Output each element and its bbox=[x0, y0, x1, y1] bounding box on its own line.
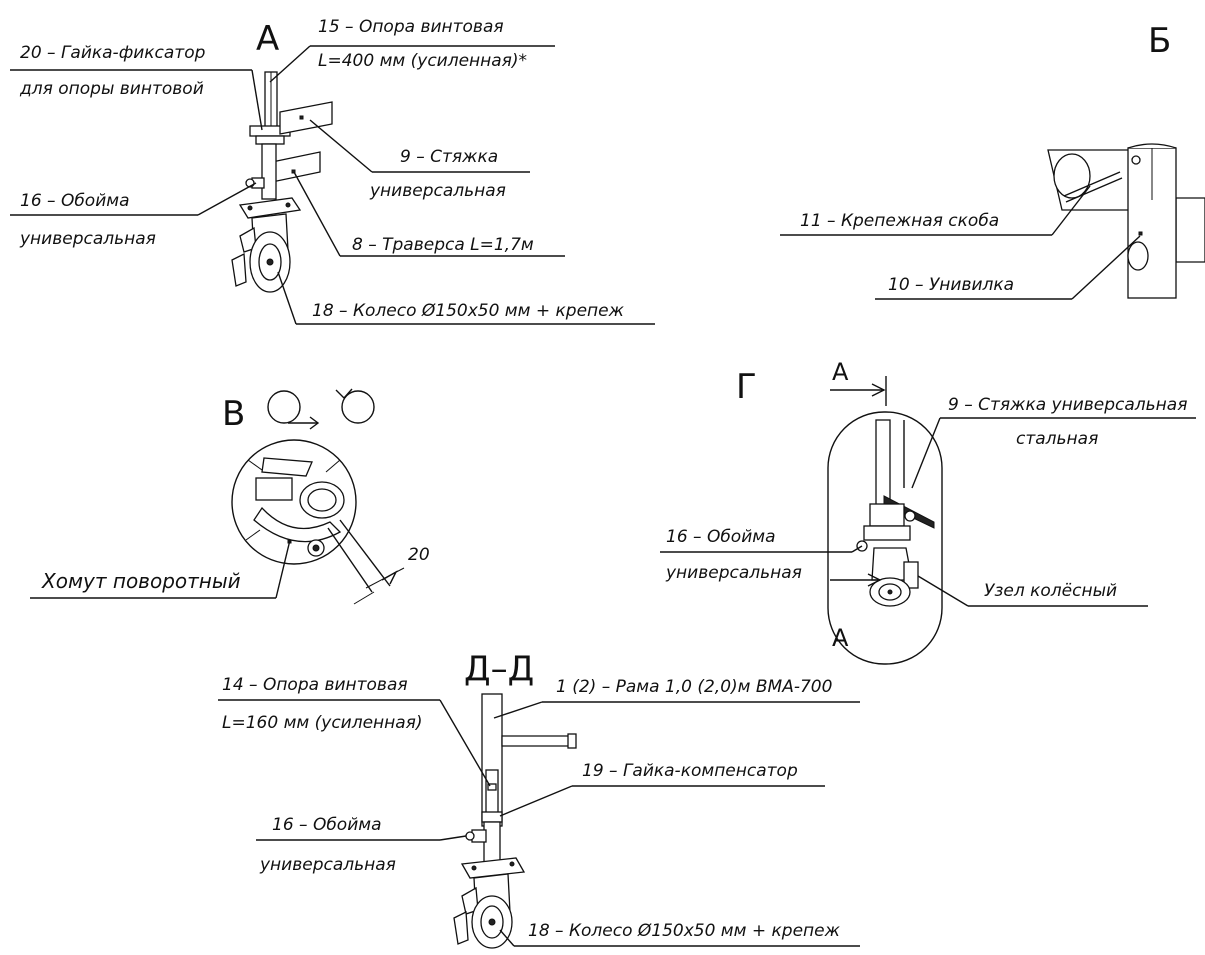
label-support-screw-160-line1: 14 – Опора винтовая bbox=[222, 675, 408, 695]
label-wheel-d: 18 – Колесо Ø150х50 мм + крепеж bbox=[528, 921, 841, 941]
label-clip-a-line1: 16 – Обойма bbox=[20, 191, 130, 211]
label-nut-lock-line1: 20 – Гайка-фиксатор bbox=[20, 43, 206, 63]
rotation-symbol-icon bbox=[267, 388, 375, 430]
view-v: В bbox=[30, 388, 430, 605]
label-tie-steel-line1: 9 – Стяжка универсальная bbox=[948, 395, 1187, 415]
label-clip-g-line2: универсальная bbox=[665, 563, 802, 583]
label-wheel-unit: Узел колёсный bbox=[984, 581, 1117, 601]
view-b-univilka-drawing bbox=[1047, 143, 1205, 299]
label-tie-line1: 9 – Стяжка bbox=[400, 147, 498, 167]
label-clamp: Хомут поворотный bbox=[41, 569, 241, 593]
label-frame: 1 (2) – Рама 1,0 (2,0)м ВМА-700 bbox=[556, 677, 832, 697]
view-b-title: Б bbox=[1148, 21, 1171, 61]
label-support-screw-400-line1: 15 – Опора винтовая bbox=[318, 17, 504, 37]
view-v-clamp-drawing bbox=[231, 439, 391, 593]
view-d-frame-wheel-drawing bbox=[453, 693, 577, 949]
view-d: Д–Д bbox=[218, 649, 860, 949]
view-g-wheel-unit-drawing bbox=[856, 419, 935, 607]
label-clip-d-line2: универсальная bbox=[259, 855, 396, 875]
view-g-detail-outline bbox=[827, 411, 943, 665]
view-a: А bbox=[10, 17, 655, 325]
label-tie-steel-line2: стальная bbox=[1016, 429, 1098, 449]
view-b: Б 11 – Крепежная скоба 10 – Унивилка bbox=[780, 21, 1205, 300]
label-bracket: 11 – Крепежная скоба bbox=[800, 211, 999, 231]
label-clip-d-line1: 16 – Обойма bbox=[272, 815, 382, 835]
label-support-screw-160-line2: L=160 мм (усиленная) bbox=[222, 713, 423, 733]
view-g: Г А А 9 – Стяжк bbox=[660, 358, 1196, 665]
view-a-wheel-support-drawing bbox=[231, 71, 333, 293]
label-nut-lock-line2: для опоры винтовой bbox=[19, 79, 204, 99]
label-clip-g-line1: 16 – Обойма bbox=[666, 527, 776, 547]
section-mark-bottom: А bbox=[832, 624, 849, 652]
label-wheel-a: 18 – Колесо Ø150х50 мм + крепеж bbox=[312, 301, 625, 321]
section-mark-top: А bbox=[832, 358, 849, 386]
label-clip-a-line2: универсальная bbox=[19, 229, 156, 249]
label-nut-compensator: 19 – Гайка-компенсатор bbox=[582, 761, 798, 781]
view-g-title: Г bbox=[736, 367, 757, 407]
label-univilka: 10 – Унивилка bbox=[888, 275, 1014, 295]
view-v-title: В bbox=[222, 394, 245, 434]
dimension-20: 20 bbox=[408, 545, 430, 565]
label-tie-line2: универсальная bbox=[369, 181, 506, 201]
view-d-title: Д–Д bbox=[464, 649, 534, 689]
label-support-screw-400-line2: L=400 мм (усиленная)* bbox=[318, 51, 527, 71]
label-traverse: 8 – Траверса L=1,7м bbox=[352, 235, 534, 255]
view-a-title: А bbox=[256, 19, 279, 59]
